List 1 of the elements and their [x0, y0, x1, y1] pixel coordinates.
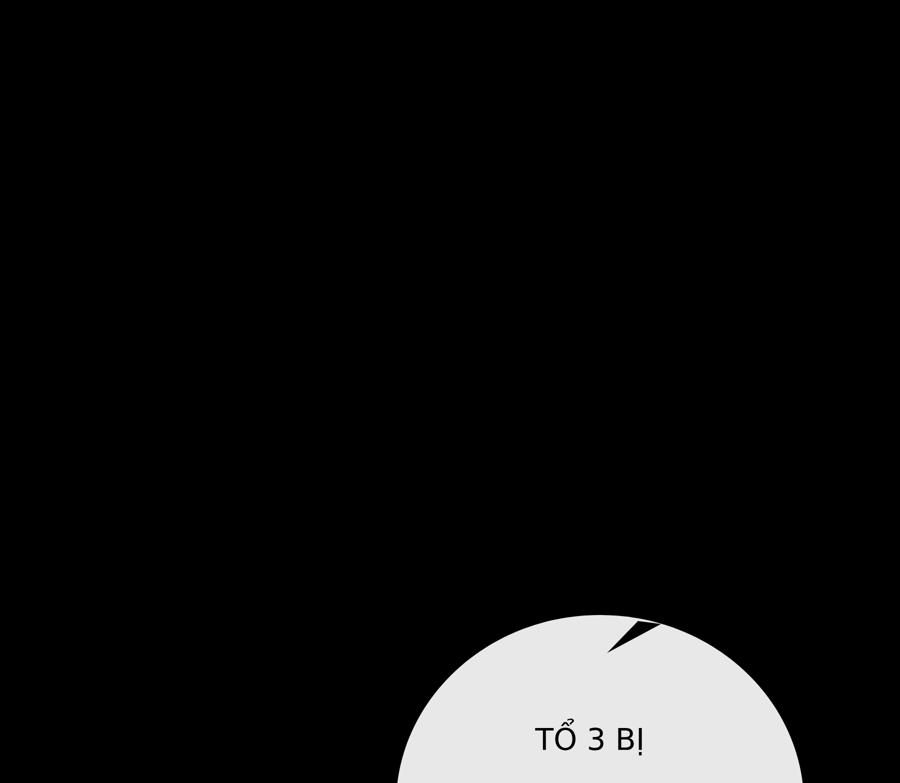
- speech-bubble: TỔ 3 BỊ: [396, 615, 804, 783]
